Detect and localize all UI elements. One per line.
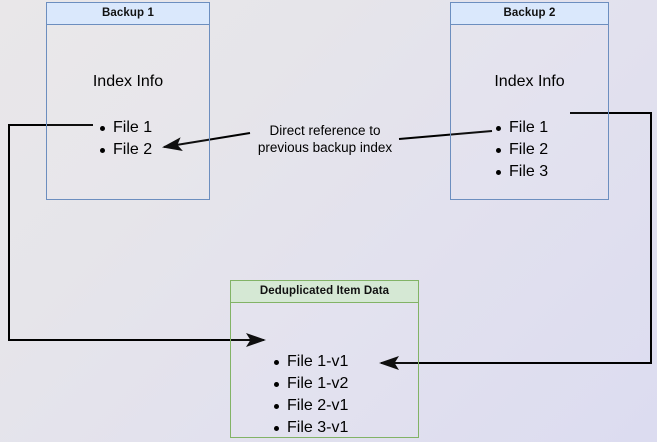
direct-reference-caption: Direct reference to previous backup inde…	[245, 122, 405, 156]
deduplicated-item-data-header: Deduplicated Item Data	[231, 281, 418, 303]
list-item: File 2	[495, 139, 548, 161]
list-item: File 3-v1	[273, 417, 348, 439]
caption-line-1: Direct reference to	[269, 123, 381, 138]
backup-1-box[interactable]: Backup 1 Index Info File 1 File 2	[46, 2, 210, 200]
backup-1-body: Index Info File 1 File 2	[47, 25, 209, 199]
backup-1-index-info-label: Index Info	[92, 73, 164, 90]
backup-2-body: Index Info File 1 File 2 File 3	[451, 25, 608, 199]
list-item: File 3	[495, 161, 548, 183]
list-item: File 1-v1	[273, 351, 348, 373]
caption-line-2: previous backup index	[257, 140, 393, 155]
list-item: File 2	[99, 139, 152, 161]
deduplicated-file-list: File 1-v1 File 1-v2 File 2-v1 File 3-v1	[273, 351, 348, 439]
list-item: File 1	[99, 117, 152, 139]
backup-1-header: Backup 1	[47, 3, 209, 25]
deduplicated-item-data-body: File 1-v1 File 1-v2 File 2-v1 File 3-v1	[231, 303, 418, 437]
list-item: File 2-v1	[273, 395, 348, 417]
backup-2-header: Backup 2	[451, 3, 608, 25]
list-item: File 1-v2	[273, 373, 348, 395]
backup-1-file-list: File 1 File 2	[99, 117, 152, 161]
list-item: File 1	[495, 117, 548, 139]
deduplicated-item-data-box[interactable]: Deduplicated Item Data File 1-v1 File 1-…	[230, 280, 419, 438]
backup-2-index-info-label: Index Info	[494, 73, 565, 90]
backup-2-box[interactable]: Backup 2 Index Info File 1 File 2 File 3	[450, 2, 609, 200]
backup-2-file-list: File 1 File 2 File 3	[495, 117, 548, 183]
